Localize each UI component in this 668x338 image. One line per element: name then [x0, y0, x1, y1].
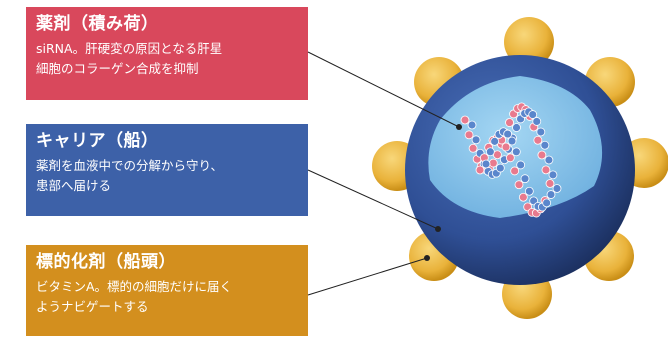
- rna-bead: [471, 135, 481, 145]
- carrier-leader-line: [307, 169, 439, 230]
- rna-bead: [507, 136, 517, 146]
- rna-bead: [546, 190, 556, 199]
- rna-bead: [518, 192, 528, 202]
- rna-bead: [528, 110, 538, 119]
- drug-title: 薬剤（積み荷）: [36, 14, 159, 34]
- rna-bead: [548, 170, 558, 180]
- rna-bead: [541, 165, 551, 175]
- rna-bead: [524, 186, 534, 196]
- rna-bead: [514, 180, 524, 190]
- rna-bead: [516, 160, 526, 170]
- rna-bead: [533, 135, 543, 145]
- rna-bead: [532, 117, 542, 126]
- drug-label-box: 薬剤（積み荷） siRNA。肝硬変の原因となる肝星 細胞のコラーゲン合成を抑制: [26, 7, 308, 100]
- rna-bead: [544, 155, 554, 165]
- drug-desc-line1: siRNA。肝硬変の原因となる肝星: [36, 41, 223, 56]
- rna-bead: [536, 127, 546, 137]
- targeting-leader-dot: [424, 255, 430, 261]
- rna-bead: [537, 150, 547, 160]
- rna-bead: [542, 198, 552, 208]
- drug-leader-line: [307, 51, 460, 128]
- targeting-desc-line2: ようナビゲートする: [36, 299, 149, 314]
- rna-bead: [481, 159, 491, 169]
- particle-core: [428, 76, 603, 218]
- carrier-leader-dot: [435, 226, 441, 232]
- rna-bead: [501, 142, 511, 152]
- rna-bead: [520, 174, 530, 184]
- rna-bead: [490, 136, 500, 146]
- ligand-sphere: [504, 17, 554, 67]
- rna-bead: [495, 163, 505, 173]
- drug-desc-line2: 細胞のコラーゲン合成を抑制: [36, 61, 199, 76]
- rna-bead: [475, 165, 485, 175]
- rna-bead: [468, 143, 478, 153]
- drug-leader-dot: [456, 124, 462, 130]
- targeting-label-box: 標的化剤（船頭） ビタミンA。標的の細胞だけに届く ようナビゲートする: [26, 245, 308, 336]
- rna-bead: [512, 123, 521, 132]
- rna-bead: [540, 140, 550, 150]
- rna-bead: [488, 158, 498, 168]
- carrier-label-box: キャリア（船） 薬剤を血液中での分解から守り、 患部へ届ける: [26, 124, 308, 216]
- rna-bead: [552, 184, 562, 193]
- rna-bead: [503, 129, 513, 139]
- rna-bead: [510, 166, 520, 176]
- carrier-desc-line2: 患部へ届ける: [36, 178, 112, 193]
- sirna-strand-icon: [460, 102, 562, 218]
- rna-bead: [460, 115, 470, 125]
- rna-bead: [545, 179, 555, 188]
- rna-bead: [467, 120, 477, 130]
- targeting-title: 標的化剤（船頭）: [36, 252, 176, 272]
- rna-bead: [485, 147, 495, 157]
- carrier-title: キャリア（船）: [36, 131, 159, 151]
- rna-bead: [511, 147, 521, 157]
- targeting-leader-line: [307, 257, 428, 296]
- rna-bead: [505, 118, 514, 127]
- rna-bead: [464, 130, 474, 140]
- rna-bead: [505, 153, 515, 163]
- carrier-desc-line1: 薬剤を血液中での分解から守り、: [36, 158, 224, 173]
- targeting-desc-line1: ビタミンA。標的の細胞だけに届く: [36, 279, 233, 294]
